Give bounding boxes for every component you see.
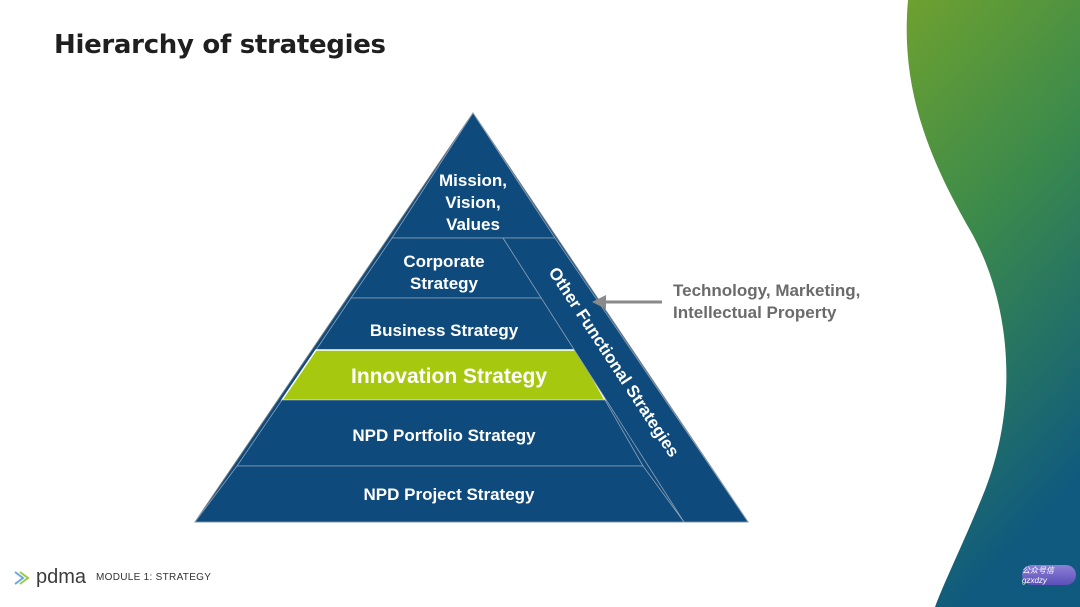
callout-line2: Intellectual Property — [673, 303, 837, 322]
level-mission-line3: Values — [446, 215, 500, 234]
decorative-swoosh — [906, 0, 1080, 607]
level-project: NPD Project Strategy — [364, 485, 536, 504]
level-corporate-line1: Corporate — [403, 252, 484, 271]
module-label: MODULE 1: STRATEGY — [96, 572, 212, 583]
pyramid-layers — [194, 112, 749, 523]
slide-title: Hierarchy of strategies — [54, 30, 386, 60]
level-business: Business Strategy — [370, 321, 519, 340]
callout-line1: Technology, Marketing, — [673, 281, 860, 300]
level-portfolio: NPD Portfolio Strategy — [352, 426, 536, 445]
level-mission-line1: Mission, — [439, 171, 507, 190]
callout-arrow — [592, 295, 662, 309]
pdma-logo-text: pdma — [36, 566, 87, 588]
level-innovation: Innovation Strategy — [351, 365, 547, 388]
layer-other-functional — [502, 237, 749, 523]
level-corporate-line2: Strategy — [410, 274, 479, 293]
level-mission-line2: Vision, — [445, 193, 500, 212]
pdma-logo: pdma — [14, 566, 86, 589]
pdma-chevron-icon — [14, 570, 30, 585]
watermark-badge: 公众号信gzxdzy — [1022, 565, 1076, 585]
